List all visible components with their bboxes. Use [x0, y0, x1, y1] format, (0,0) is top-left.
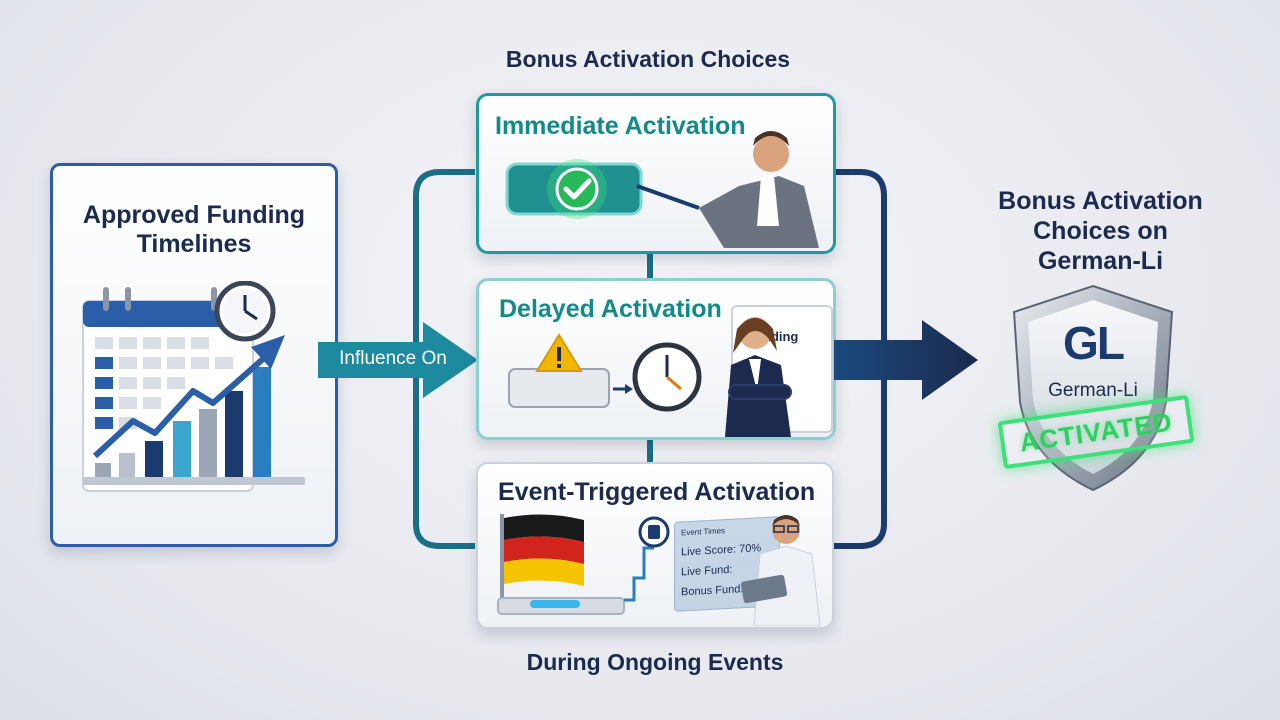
event-stats-line-1: Event Times: [681, 526, 726, 538]
result-title-line3: German-Li: [1037, 247, 1164, 275]
businessman-tablet-figure: [740, 515, 821, 626]
approved-funding-panel: Approved Funding Timelines: [50, 163, 338, 547]
result-arrow-icon: [834, 320, 978, 400]
immediate-activation-card: Immediate Activation: [476, 93, 836, 254]
shield-logo: GL: [1063, 317, 1125, 369]
influence-arrow-icon: [318, 322, 478, 398]
delayed-activation-title: Delayed Activation: [499, 295, 722, 323]
delayed-activation-card: Delayed Activation nding: [476, 278, 836, 440]
check-button-icon: [505, 159, 643, 219]
businessman-pointing-figure: [636, 131, 819, 248]
businesswoman-waiting-figure: [725, 317, 792, 437]
immediate-activation-title: Immediate Activation: [495, 112, 746, 140]
diagram-top-heading: Bonus Activation Choices: [505, 46, 791, 72]
event-stats-line-3: Live Fund:: [681, 563, 733, 579]
germany-flag-device-icon: [497, 514, 670, 615]
diagram-bottom-caption: During Ongoing Events: [526, 649, 784, 675]
german-li-shield-icon: [1012, 284, 1174, 492]
shield-brand-name: German-Li: [1048, 380, 1138, 401]
event-triggered-activation-title: Event-Triggered Activation: [498, 478, 816, 506]
event-triggered-activation-card: Event-Triggered Activation Event Times L…: [476, 462, 834, 629]
approved-funding-title-line1: Approved Funding: [82, 201, 306, 229]
warning-delay-icon: [508, 333, 702, 412]
influence-label: Influence On: [339, 348, 447, 369]
approved-funding-title-line2: Timelines: [136, 230, 252, 258]
result-title-line1: Bonus Activation: [998, 187, 1203, 215]
result-title-line2: Choices on: [1033, 217, 1168, 245]
calendar-growth-chart-icon: [82, 281, 305, 492]
